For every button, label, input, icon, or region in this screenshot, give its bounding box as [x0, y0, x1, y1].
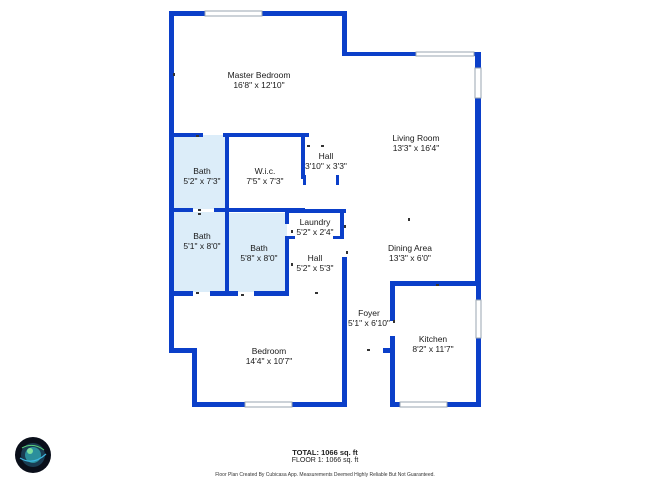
- credit-text: Floor Plan Created By Cubicasa App. Meas…: [215, 472, 435, 478]
- room-label-hall-upper: Hall 3'10" x 3'3": [302, 151, 350, 171]
- room-label-foyer: Foyer 5'1" x 6'10": [339, 308, 399, 328]
- room-name: Living Room: [392, 133, 440, 143]
- room-name: Kitchen: [418, 334, 448, 344]
- room-label-dining-area: Dining Area 13'3" x 6'0": [370, 243, 450, 263]
- room-dimensions: 5'1" x 8'0": [183, 241, 221, 251]
- room-label-bath-upper: Bath 5'2" x 7'3": [172, 166, 232, 186]
- room-name: Hall: [318, 151, 334, 161]
- room-name: Bedroom: [251, 346, 287, 356]
- room-dimensions: 5'2" x 5'3": [296, 263, 334, 273]
- room-dimensions: 13'3" x 16'4": [392, 143, 440, 153]
- room-label-kitchen: Kitchen 8'2" x 11'7": [398, 334, 468, 354]
- room-label-bath-left: Bath 5'1" x 8'0": [172, 231, 232, 251]
- room-dimensions: 13'3" x 6'0": [389, 253, 431, 263]
- room-dimensions: 5'2" x 7'3": [183, 176, 221, 186]
- room-name: W.i.c.: [254, 166, 276, 176]
- room-name: Master Bedroom: [227, 70, 291, 80]
- room-label-laundry: Laundry 5'2" x 2'4": [285, 217, 345, 237]
- cubicasa-logo-icon: [15, 437, 51, 473]
- room-name: Bath: [193, 231, 211, 241]
- door-ticks: [173, 73, 439, 351]
- room-dimensions: 3'10" x 3'3": [305, 161, 347, 171]
- room-label-bath-mid: Bath 5'8" x 8'0": [229, 243, 289, 263]
- room-dimensions: 16'8" x 12'10": [233, 80, 285, 90]
- room-name: Bath: [193, 166, 211, 176]
- room-dimensions: 14'4" x 10'7": [245, 356, 293, 366]
- room-label-bedroom: Bedroom 14'4" x 10'7": [229, 346, 309, 366]
- room-name: Laundry: [299, 217, 331, 227]
- total-area: TOTAL: 1066 sq. ft: [292, 448, 358, 457]
- room-name: Bath: [250, 243, 268, 253]
- bath-mid-fill: [229, 213, 287, 292]
- room-label-master-bedroom: Master Bedroom 16'8" x 12'10": [199, 70, 319, 90]
- bath-left-fill: [173, 212, 225, 292]
- room-name: Dining Area: [388, 243, 432, 253]
- room-dimensions: 7'5" x 7'3": [246, 176, 284, 186]
- room-dimensions: 5'8" x 8'0": [240, 253, 278, 263]
- room-label-wic: W.i.c. 7'5" x 7'3": [235, 166, 295, 186]
- room-label-hall-lower: Hall 5'2" x 5'3": [285, 253, 345, 273]
- room-label-living-room: Living Room 13'3" x 16'4": [356, 133, 476, 153]
- bath-upper-fill: [173, 135, 226, 209]
- room-name: Hall: [307, 253, 323, 263]
- walls: [169, 11, 481, 407]
- room-dimensions: 5'2" x 2'4": [296, 227, 334, 237]
- room-dimensions: 8'2" x 11'7": [412, 344, 454, 354]
- room-dimensions: 5'1" x 6'10": [348, 318, 390, 328]
- room-name: Foyer: [358, 308, 380, 318]
- windows: [204, 10, 482, 408]
- floor-area: FLOOR 1: 1066 sq. ft: [291, 457, 359, 464]
